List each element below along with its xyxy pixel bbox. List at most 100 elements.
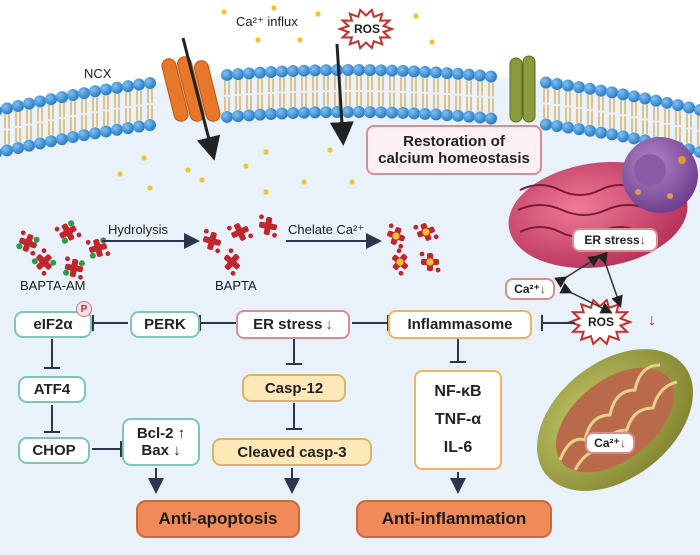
membrane-lipid <box>419 107 431 120</box>
membrane-lipid <box>364 106 376 119</box>
membrane-lipid <box>1 102 13 115</box>
membrane-lipid <box>397 64 409 77</box>
membrane-lipid <box>397 106 409 119</box>
bapta-molecule <box>419 251 441 273</box>
membrane-lipid <box>144 77 156 90</box>
membrane-lipid <box>672 99 684 112</box>
calcium-ion <box>263 189 269 195</box>
casp12-box: Casp-12 <box>242 374 346 402</box>
bapta-molecules <box>16 214 441 280</box>
ncx-channel <box>161 56 221 122</box>
membrane-lipid <box>540 76 552 89</box>
ros-right-label: ROS <box>588 315 615 329</box>
membrane-lipid <box>595 84 607 97</box>
er-stress-organelle-label: ER stress <box>584 233 640 247</box>
pathway-arrows <box>148 468 466 494</box>
calcium-ion <box>315 11 321 17</box>
anti-inflammation-label: Anti-inflammation <box>381 509 527 528</box>
membrane-lipid <box>628 90 640 103</box>
membrane-lipid <box>89 127 101 140</box>
ca-left-label: Ca²⁺ <box>514 282 540 296</box>
ros-burst-top <box>336 8 396 50</box>
bax-label: Bax <box>141 442 169 459</box>
membrane-lipid <box>100 125 112 138</box>
membrane-lipid <box>309 106 321 119</box>
bapta-molecule <box>54 220 82 244</box>
ca-mito-label: Ca²⁺ <box>594 436 620 450</box>
chelate-label: Chelate Ca²⁺ <box>288 222 365 237</box>
membrane-lipid <box>551 77 563 90</box>
membrane-lipid <box>309 64 321 77</box>
membrane-lipid <box>694 104 700 116</box>
ca-left-down: ↓ <box>539 282 546 296</box>
bcl2-row: Bcl-2 ↑ <box>137 425 185 442</box>
membrane-lipid <box>584 82 596 95</box>
membrane-lipid <box>441 109 453 122</box>
ros-right-down: ↓ <box>648 312 656 329</box>
membrane-lipid <box>573 81 585 94</box>
calcium-ion <box>141 155 147 161</box>
membrane-lipid <box>111 123 123 136</box>
il6-label: IL-6 <box>443 439 473 456</box>
membrane-lipid <box>45 93 57 106</box>
membrane-lipid <box>298 64 310 77</box>
membrane-lipid <box>617 88 629 101</box>
membrane-lipid <box>342 106 354 119</box>
bapta-molecule <box>223 248 241 276</box>
membrane-lipid <box>463 68 475 81</box>
calcium-ion <box>199 177 205 183</box>
bcl2-label: Bcl-2 <box>136 425 174 442</box>
calcium-ion <box>413 13 419 19</box>
atf4-box: ATF4 <box>18 376 86 403</box>
bapta-molecule <box>16 230 40 256</box>
membrane-lipid <box>694 146 700 158</box>
membrane-lipid <box>353 64 365 77</box>
cleaved-casp3-box: Cleaved casp-3 <box>212 438 372 466</box>
calcium-ion <box>301 179 307 185</box>
bapta-molecule <box>226 223 254 241</box>
organelle-cross-arrows <box>554 251 623 314</box>
bax-row: Bax ↓ <box>141 442 180 459</box>
membrane-lipid <box>441 67 453 80</box>
perk-box: PERK <box>130 311 200 338</box>
chop-label: CHOP <box>32 442 76 459</box>
membrane-lipid <box>617 130 629 143</box>
ca-mito-box: Ca²⁺ ↓ <box>585 432 635 454</box>
ncx-influx-arrow <box>181 37 221 161</box>
phospho-badge: P <box>76 301 92 317</box>
restoration-line1: Restoration of <box>403 133 505 150</box>
bcl2-bax-box: Bcl-2 ↑ Bax ↓ <box>122 418 200 466</box>
membrane-lipid <box>485 112 497 125</box>
membrane-lipid <box>287 107 299 120</box>
membrane-lipid <box>133 78 145 91</box>
membrane-lipid <box>430 66 442 79</box>
calcium-ion <box>117 171 123 177</box>
calcium-ion <box>297 37 303 43</box>
membrane-lipid <box>474 111 486 124</box>
ca-left-box: Ca²⁺ ↓ <box>505 278 555 300</box>
membrane-lipid <box>232 68 244 81</box>
restoration-box: Restoration of calcium homeostasis <box>366 125 542 175</box>
membrane-lipid <box>122 80 134 93</box>
cell-membrane <box>0 64 700 158</box>
membrane-lipid <box>452 109 464 122</box>
membrane-lipid <box>551 119 563 132</box>
bax-down: ↓ <box>173 442 181 459</box>
bapta-am-label: BAPTA-AM <box>20 278 86 293</box>
membrane-lipid <box>540 118 552 131</box>
calcium-ion <box>263 149 269 155</box>
calcium-ion <box>255 37 261 43</box>
membrane-lipid <box>474 69 486 82</box>
casp12-label: Casp-12 <box>264 379 324 397</box>
membrane-lipid <box>386 64 398 77</box>
membrane-lipid <box>375 106 387 119</box>
bapta-molecule <box>413 223 439 241</box>
membrane-lipid <box>254 66 266 79</box>
membrane-lipid <box>364 64 376 77</box>
membrane-lipid <box>265 66 277 79</box>
ca-mito-down: ↓ <box>619 436 626 450</box>
membrane-lipid <box>639 92 651 105</box>
membrane-lipid <box>12 99 24 112</box>
